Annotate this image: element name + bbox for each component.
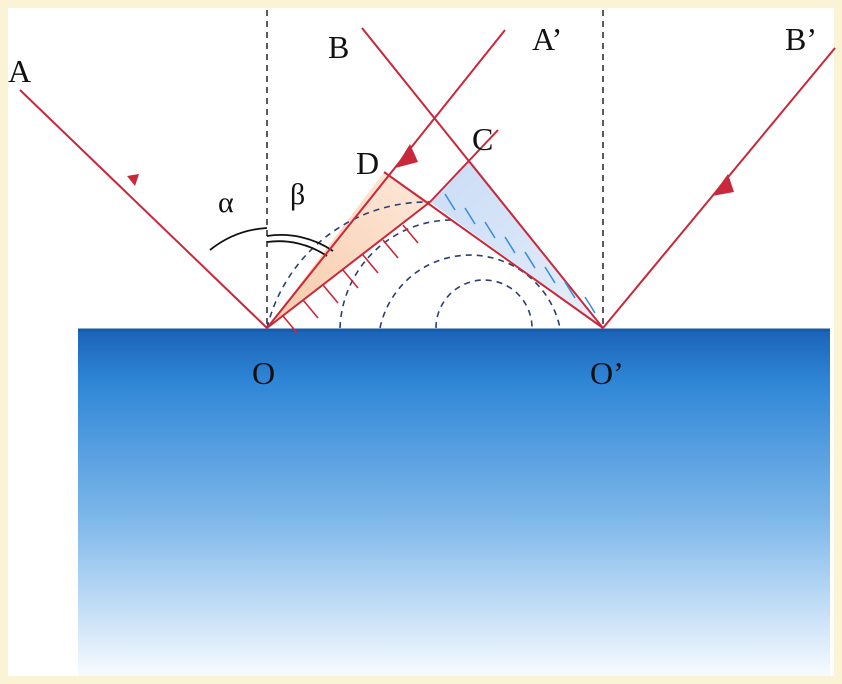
wavefront-o-to-c (266, 201, 431, 329)
reflected-wavefront-triangle (267, 172, 430, 328)
wavefront-d-to-o-prime (383, 171, 604, 329)
label-c: C (472, 121, 493, 157)
arrow-ray-a-prime (395, 144, 418, 168)
wavelet-arc-large (266, 201, 431, 329)
incident-ray-b (361, 27, 604, 329)
wavefront-c-extension (429, 129, 499, 203)
angle-alpha-arc (209, 227, 268, 251)
reflected-wavelet-arrows (282, 224, 419, 335)
reflected-ray-a-prime (266, 29, 506, 329)
label-beta: β (290, 178, 305, 211)
label-b-prime: B’ (785, 21, 817, 57)
label-o: O (252, 355, 275, 391)
arrow-ray-a (127, 174, 139, 186)
label-d: D (356, 145, 379, 181)
label-o-prime: O’ (590, 355, 624, 391)
label-alpha: α (218, 186, 234, 219)
incident-wavelet-arrows (444, 193, 596, 314)
incident-ray-a (19, 89, 268, 329)
arrow-ray-b-prime (712, 174, 734, 196)
label-a-prime: A’ (532, 21, 562, 57)
angle-beta-arc-inner (266, 240, 328, 257)
label-b: B (328, 29, 349, 65)
wavelet-arc-small (379, 254, 561, 329)
angle-beta-arc (266, 234, 334, 252)
label-a: A (8, 53, 31, 89)
wavelet-arc-medium (339, 219, 453, 329)
incident-wavefront-triangle (430, 160, 603, 328)
water-surface (78, 330, 830, 676)
